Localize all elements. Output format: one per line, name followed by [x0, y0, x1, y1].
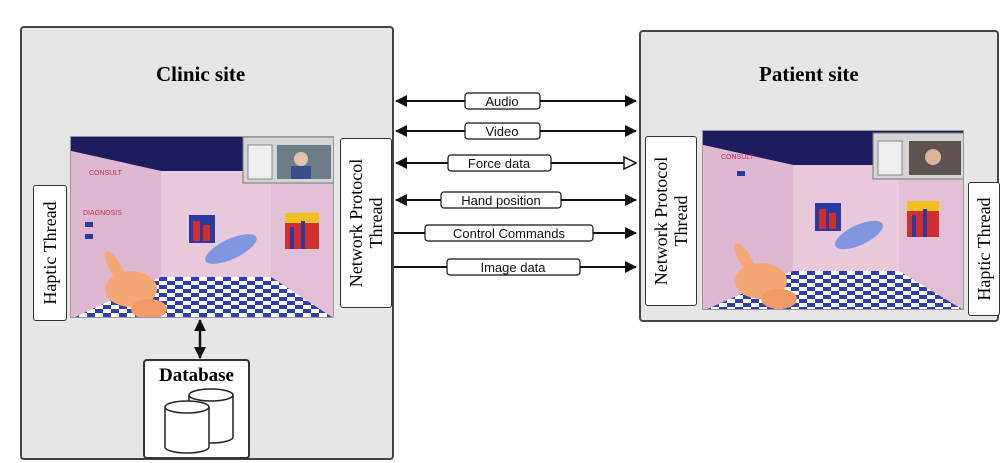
clinic-vr-scene: CONSULT DIAGNOSIS	[71, 137, 333, 317]
clinic-haptic-thread: Haptic Thread	[33, 185, 67, 321]
audio-message: Audio	[395, 92, 637, 110]
clinic-site-title: Clinic site	[156, 62, 246, 86]
control-commands-label: Control Commands	[453, 226, 565, 241]
control-commands-label-box	[424, 224, 594, 242]
video-label: Video	[485, 124, 518, 139]
image-data-label-box	[446, 258, 581, 276]
audio-label-box	[464, 92, 541, 110]
clinic-network-thread: Network Protocol Thread	[340, 138, 392, 308]
patient-vr-screen: CONSULT	[702, 130, 964, 310]
image-data-message: Image data	[394, 258, 637, 276]
svg-text:DIAGNOSIS: DIAGNOSIS	[83, 210, 122, 217]
patient-vr-scene: CONSULT	[703, 131, 963, 309]
database-title: Database	[159, 365, 234, 386]
svg-text:CONSULT: CONSULT	[721, 154, 755, 161]
svg-text:CONSULT: CONSULT	[89, 170, 123, 177]
hand-position-label-box	[440, 191, 562, 209]
database-box: Database	[143, 359, 250, 459]
force-data-label-box	[447, 154, 552, 172]
hand-position-message: Hand position	[395, 191, 637, 209]
patient-site-title: Patient site	[759, 62, 859, 86]
control-commands-message: Control Commands	[394, 224, 637, 242]
clinic-vr-screen: CONSULT DIAGNOSIS	[70, 136, 334, 318]
patient-haptic-thread: Haptic Thread	[968, 182, 1000, 316]
patient-network-thread: Network Protocol Thread	[645, 136, 697, 306]
force-data-message: Force data	[396, 154, 636, 172]
hand-position-label: Hand position	[461, 193, 541, 208]
video-label-box	[464, 122, 541, 140]
video-message: Video	[395, 122, 637, 140]
image-data-label: Image data	[480, 260, 546, 275]
database-cylinders-icon	[164, 388, 234, 454]
force-data-label: Force data	[468, 156, 531, 171]
audio-label: Audio	[485, 94, 518, 109]
